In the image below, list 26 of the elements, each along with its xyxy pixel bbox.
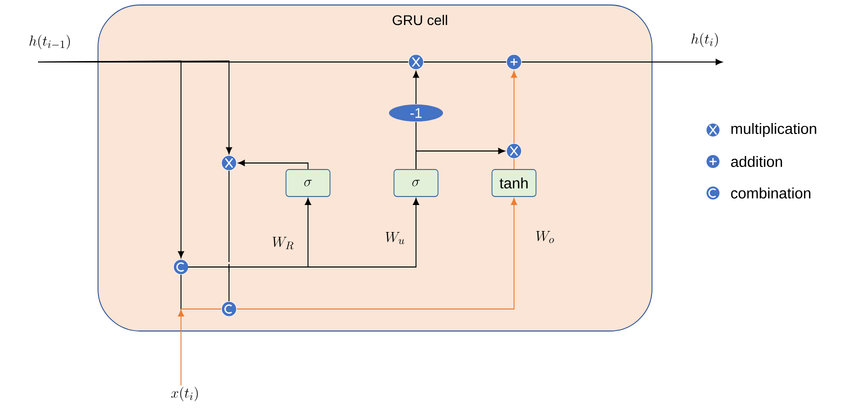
multiply-circle xyxy=(221,155,237,171)
add-circle xyxy=(506,54,522,70)
arrow xyxy=(521,58,723,66)
gate-box: $\sigma$ xyxy=(394,169,438,197)
arrow xyxy=(236,198,518,310)
legend-text: multiplication xyxy=(731,123,816,137)
math-label: $h(t_i)$ xyxy=(692,32,718,48)
legend-text: addition xyxy=(731,156,782,167)
legend-text: combination xyxy=(731,188,810,198)
math-label: $x(t_i)$ xyxy=(171,386,198,402)
gate-box: $\sigma$ xyxy=(286,169,330,197)
arrow xyxy=(38,60,232,154)
arrow xyxy=(178,310,184,386)
edge-label: $W_R$ xyxy=(272,236,294,250)
gate-box: tanh xyxy=(492,169,536,197)
arrow xyxy=(238,160,308,170)
math-label: $h(t_{i-1})$ xyxy=(30,34,70,50)
edge-label: $W_u$ xyxy=(386,232,404,244)
multiply-circle xyxy=(408,54,424,70)
combine-circle xyxy=(173,259,189,275)
multiply-circle xyxy=(506,143,522,159)
arrow xyxy=(416,148,506,170)
arrow xyxy=(510,70,518,144)
arrow xyxy=(412,70,420,104)
edge-label: $W_o$ xyxy=(536,231,554,244)
combine-circle xyxy=(221,301,237,317)
